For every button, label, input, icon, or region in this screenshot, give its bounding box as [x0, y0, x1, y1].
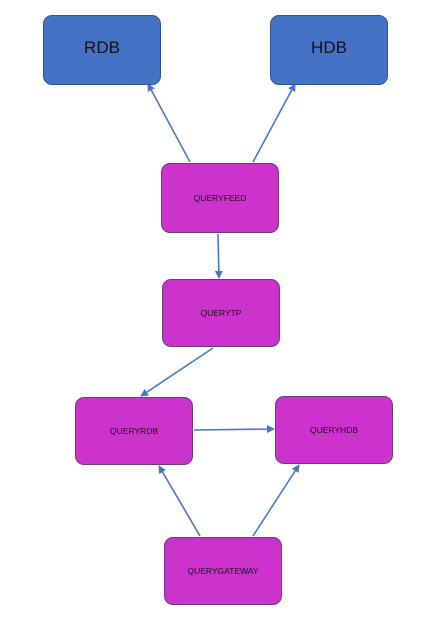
arrow-queryfeed-to-querytp [214, 233, 223, 279]
node-hdb-label: HDB [311, 38, 347, 57]
node-queryrdb: QUERYRDB [75, 397, 193, 465]
node-hdb: HDB [270, 15, 388, 85]
node-queryfeed-label: QUERYFEED [193, 193, 247, 203]
node-queryfeed: QUERYFEED [161, 163, 279, 233]
node-queryhdb: QUERYHDB [275, 396, 393, 464]
arrow-queryfeed-to-hdb [252, 83, 296, 163]
node-rdb-label: RDB [84, 38, 120, 57]
arrow-queryfeed-to-rdb [147, 83, 191, 163]
node-queryhdb-label: QUERYHDB [309, 425, 359, 435]
arrow-querygateway-to-queryhdb [252, 464, 300, 537]
node-querygateway-label: QUERYGATEWAY [187, 566, 259, 576]
arrow-querygateway-to-queryrdb [158, 465, 201, 537]
arrow-queryrdb-to-queryhdb [193, 425, 275, 434]
node-querytp: QUERYTP [162, 279, 280, 347]
node-queryrdb-label: QUERYRDB [109, 426, 159, 436]
arrow-querytp-to-queryrdb [140, 347, 214, 397]
node-querygateway: QUERYGATEWAY [164, 537, 282, 605]
node-rdb: RDB [43, 15, 161, 85]
node-querytp-label: QUERYTP [200, 308, 242, 318]
